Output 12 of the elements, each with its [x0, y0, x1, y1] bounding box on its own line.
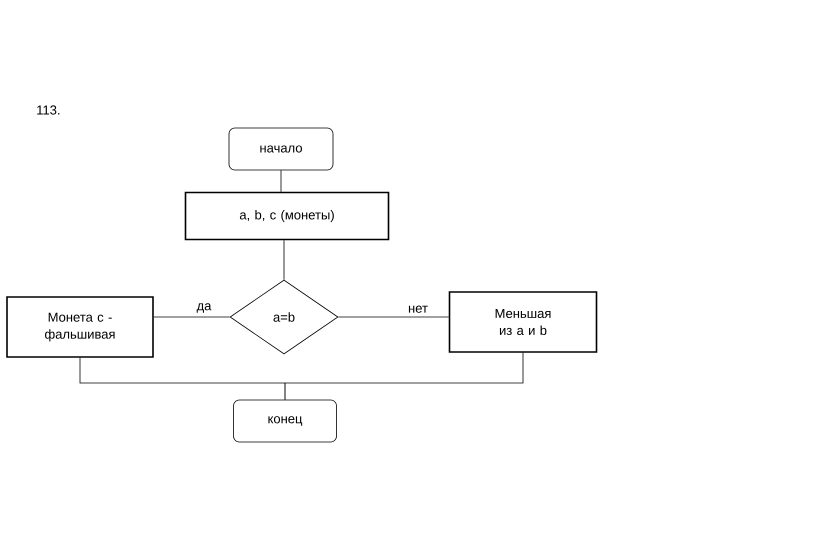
- connector-line: [284, 352, 524, 400]
- process-box: a, b, c (монеты): [184, 192, 390, 240]
- connector-line: [338, 316, 450, 318]
- terminal-box: конец: [233, 400, 337, 442]
- process-box: Меньшая из a и b: [448, 291, 598, 353]
- connector-line: [153, 316, 230, 318]
- process-box: Монета c - фальшивая: [6, 296, 154, 358]
- problem-number: 113.: [37, 105, 60, 115]
- connector-line: [280, 170, 282, 192]
- edge-label: нет: [407, 304, 429, 314]
- edge-label: да: [196, 302, 212, 314]
- terminal-box: начало: [228, 128, 334, 170]
